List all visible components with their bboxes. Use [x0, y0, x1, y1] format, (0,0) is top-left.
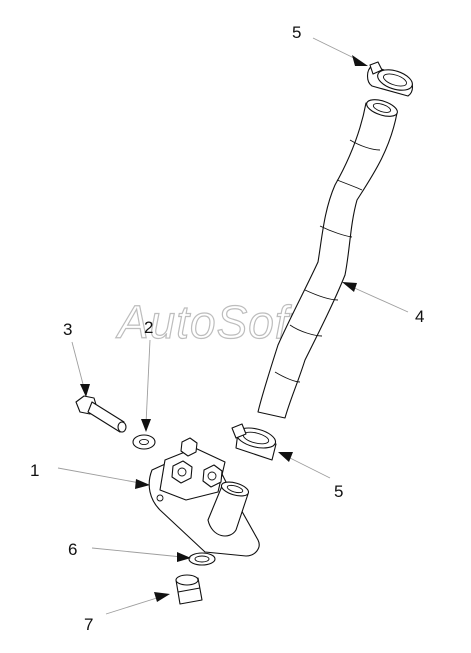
hose-clamp-top-part-5 [366, 61, 414, 97]
callout-4: 4 [415, 307, 424, 326]
callout-5-top: 5 [292, 23, 301, 42]
watermark-text: AutoSoft [115, 296, 304, 348]
hose-part-4 [257, 99, 398, 419]
callout-3: 3 [63, 320, 72, 339]
gasket-part-6 [188, 552, 216, 566]
leader-lines [57, 37, 409, 615]
callout-5-bottom: 5 [334, 482, 343, 501]
fitting-part-7 [175, 574, 203, 605]
callout-6: 6 [68, 540, 77, 559]
hose-clamp-bottom-part-5 [231, 423, 277, 461]
callout-2: 2 [144, 318, 153, 337]
callout-7: 7 [84, 615, 93, 634]
washer-part-2 [132, 434, 156, 450]
bracket-adapter-part-1 [148, 437, 260, 557]
callout-1: 1 [30, 461, 39, 480]
bolt-part-3 [75, 395, 127, 433]
